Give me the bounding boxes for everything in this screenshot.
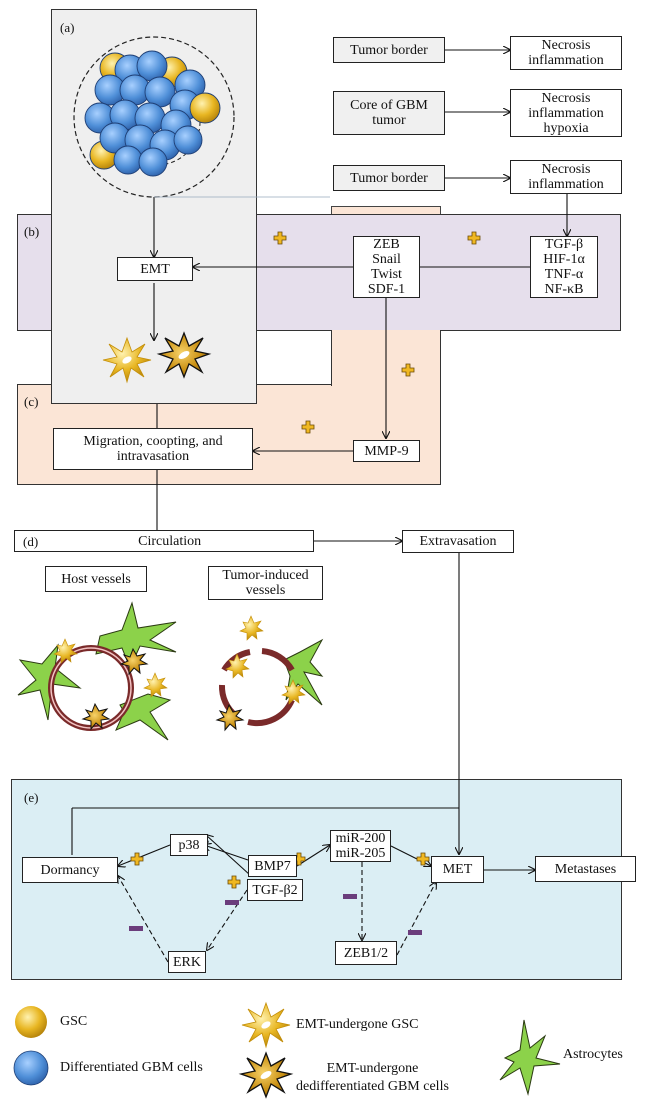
met-box: MET (431, 856, 484, 883)
emt-box: EMT (117, 257, 193, 281)
tumor-border-box-1: Tumor border (333, 37, 445, 63)
extravasation-box: Extravasation (402, 530, 514, 553)
migration-box: Migration, coopting, and intravasation (53, 428, 253, 470)
core-gbm-box: Core of GBM tumor (333, 91, 445, 135)
panel-label-c: (c) (24, 394, 39, 409)
legend-emt-gsc-icon (241, 1001, 291, 1049)
panel-label-d: (d) (23, 533, 39, 549)
tumor-cell-cluster (73, 36, 235, 198)
plus-icons (130, 231, 481, 889)
panel-label-e: (e) (24, 790, 39, 805)
legend-astro-icon (499, 1019, 561, 1096)
legend-gsc-icon (15, 1006, 47, 1038)
emt-dediff-cell (156, 331, 212, 379)
legend-gsc-label: GSC (60, 1014, 88, 1029)
panel-label-a: (a) (60, 20, 75, 35)
mir-box: miR-200 miR-205 (330, 830, 391, 862)
host-vessels-illustration (17, 601, 177, 741)
p38-box: p38 (170, 834, 208, 856)
circulation-box: (d) Circulation (14, 530, 314, 552)
bmp7-box: BMP7 (248, 855, 297, 877)
panel-label-b: (b) (24, 224, 40, 239)
zeb12-box: ZEB1/2 (335, 941, 397, 965)
necrosis-box-2: Necrosis inflammation (510, 160, 622, 194)
necrosis-box-1: Necrosis inflammation (510, 36, 622, 70)
emt-gsc-cell (102, 336, 152, 384)
mmp9-box: MMP-9 (353, 440, 420, 462)
dormancy-box: Dormancy (22, 857, 118, 883)
metastases-box: Metastases (535, 856, 636, 882)
legend-emt-dediff-icon (238, 1051, 294, 1099)
transcription-factors-box: ZEB Snail Twist SDF-1 (353, 236, 420, 298)
tumor-border-box-2: Tumor border (333, 165, 445, 191)
legend-emt-dediff-label: EMT-undergone dedifferentiated GBM cells (296, 1061, 449, 1094)
tumor-vessels-box: Tumor-induced vessels (208, 566, 323, 600)
legend-emt-gsc-label: EMT-undergone GSC (296, 1017, 419, 1032)
legend-astro-label: Astrocytes (563, 1047, 623, 1062)
erk-box: ERK (168, 951, 206, 973)
tgfb2-box: TGF-β2 (247, 879, 303, 901)
necrosis-hypoxia-box: Necrosis inflammation hypoxia (510, 89, 622, 137)
host-vessels-box: Host vessels (45, 566, 147, 592)
minus-icons (129, 894, 422, 935)
legend-diff-label: Differentiated GBM cells (60, 1060, 203, 1075)
signals-box: TGF-β HIF-1α TNF-α NF-κB (530, 236, 598, 298)
tumor-vessels-illustration (215, 615, 324, 732)
circulation-label: Circulation (138, 533, 202, 549)
legend-diff-icon (13, 1050, 49, 1086)
